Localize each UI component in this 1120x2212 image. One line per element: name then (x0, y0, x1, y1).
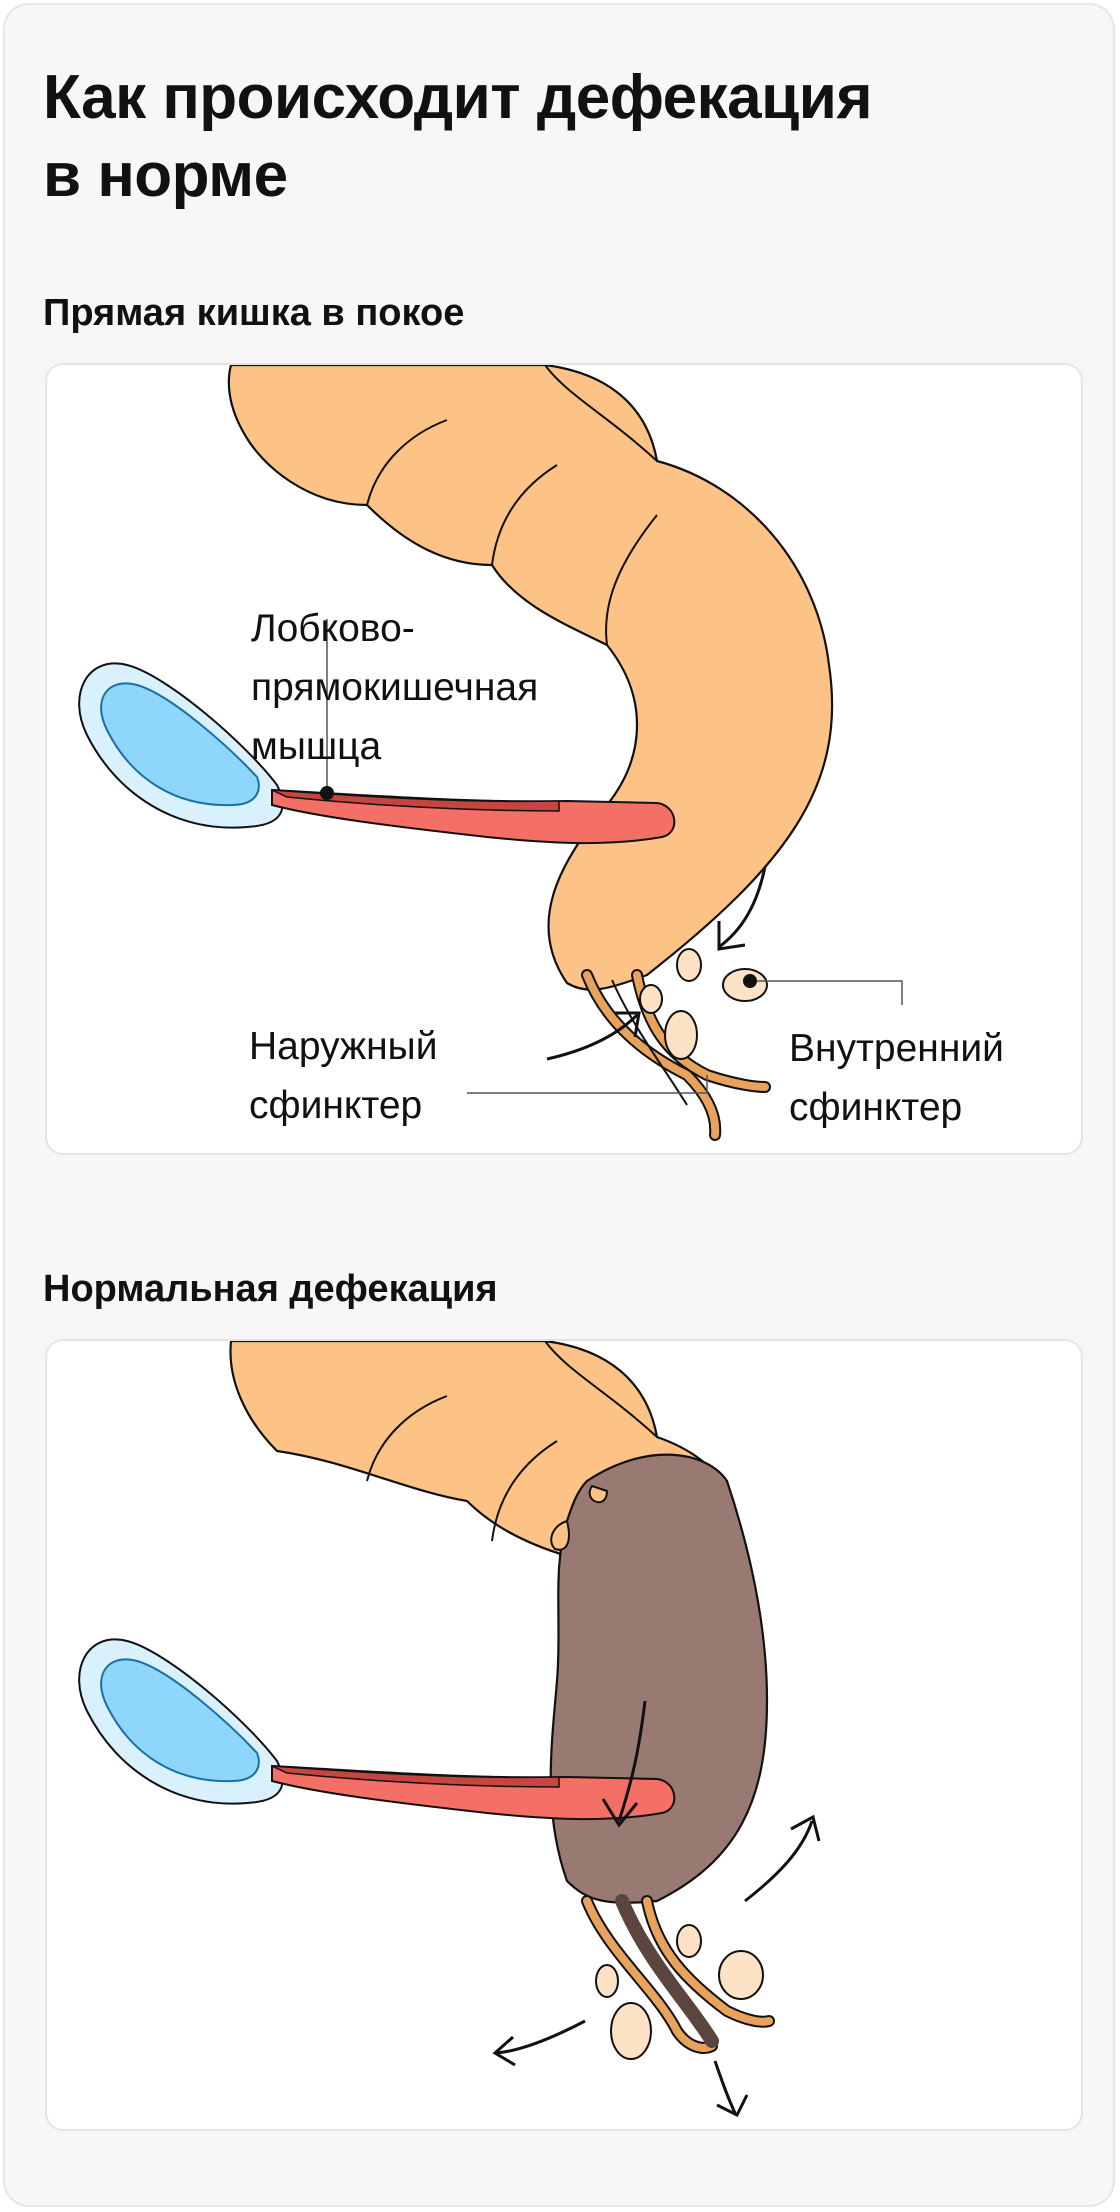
defecation-diagram-panel (45, 1339, 1083, 2131)
rectum-at-rest-illustration (78, 365, 903, 1141)
label-external-sphincter: Наружный сфинктер (249, 1025, 438, 1127)
rest-diagram-panel: Лобково- прямокишечная мышца Наружный сф… (45, 363, 1083, 1155)
normal-defecation-illustration (78, 1341, 821, 2118)
infographic-card: Как происходит дефекация в норме Прямая … (3, 3, 1115, 2207)
page-title: Как происходит дефекация в норме (43, 63, 873, 210)
section-title-rest: Прямая кишка в покое (43, 292, 465, 334)
label-puborectalis-muscle: Лобково- прямокишечная мышца (251, 607, 539, 768)
label-internal-sphincter: Внутренний сфинктер (789, 1027, 1004, 1129)
section-title-normal-defecation: Нормальная дефекация (43, 1268, 498, 1310)
colon-shape (227, 365, 834, 991)
stool-filled-rectum (549, 1453, 769, 1904)
